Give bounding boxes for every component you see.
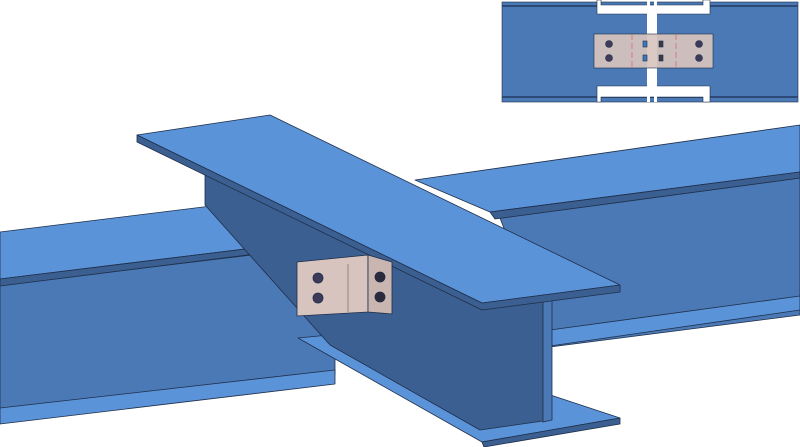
inset-plate (593, 33, 714, 69)
bolt-hole-icon (312, 292, 324, 304)
girder-bottom-flange-edge (481, 417, 621, 447)
right-beam-top-flange (414, 124, 800, 213)
bolt-icon (374, 291, 386, 303)
plate-face (296, 254, 369, 317)
inset-top-view[interactable] (501, 0, 799, 103)
inset-bolt-icon (605, 54, 613, 62)
right-beam[interactable] (414, 124, 800, 348)
connection-angle-plate[interactable] (296, 254, 393, 317)
inset-bolt-icon (695, 40, 703, 48)
inset-bolt-icon (605, 40, 613, 48)
left-beam-bottom-flange (0, 369, 336, 425)
girder-top-flange-edge (136, 134, 621, 311)
girder-web-end (542, 297, 553, 423)
plate-side (367, 254, 393, 315)
bolt-hole-icon (312, 272, 324, 284)
right-beam-top-flange-edge (489, 171, 800, 220)
bolt-icon (374, 271, 386, 283)
inset-bolt-icon (695, 54, 703, 62)
